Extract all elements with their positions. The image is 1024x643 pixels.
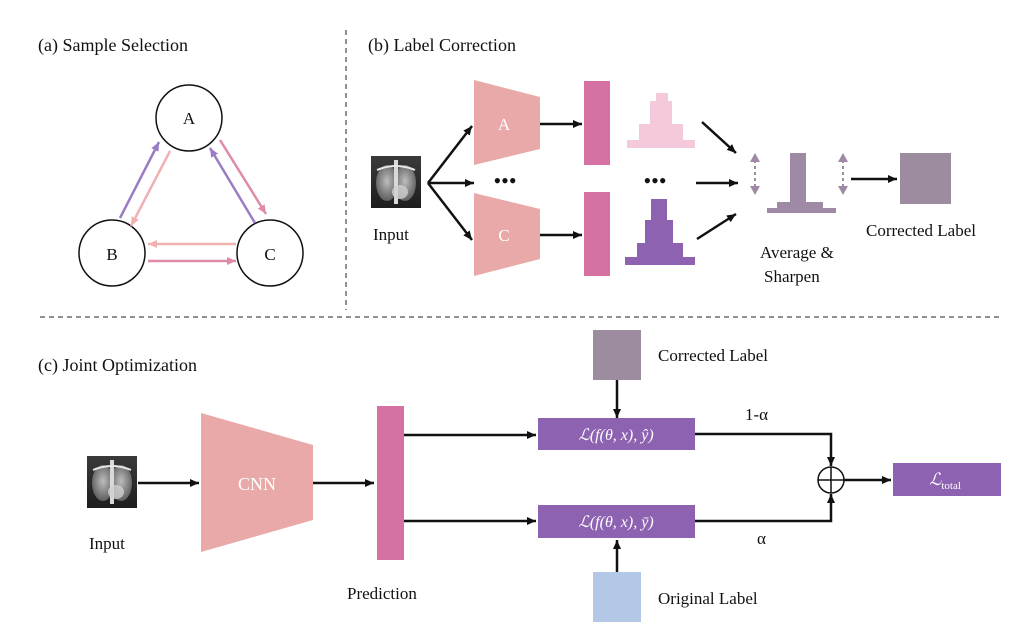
loss-open-paren-2: ( [590, 514, 597, 531]
panel-b-input-label: Input [373, 225, 409, 244]
model-a-label: A [498, 115, 511, 134]
sum-operator [817, 466, 845, 494]
xray-input-image-c [86, 455, 138, 509]
total-loss-symbol: ℒ [929, 470, 942, 489]
corrected-label-box-c [593, 330, 641, 380]
feature-bar-a [584, 81, 610, 165]
loss-formula-corrected: ℒ(f(θ, x), ŷ) [578, 427, 653, 444]
sharpen-indicator-left [750, 153, 760, 195]
panel-b-title: (b) Label Correction [368, 35, 516, 56]
weight-alpha: α [757, 529, 766, 548]
panel-a-title: (a) Sample Selection [38, 35, 188, 56]
loss-box-corrected [538, 418, 695, 450]
panel-c-corrected-label: Corrected Label [658, 346, 768, 365]
arrow-hist-c-to-average [696, 212, 737, 241]
loss-box-original [538, 505, 695, 538]
histogram-a [627, 93, 695, 148]
loss-formula-original: ℒ(f(θ, x), ȳ) [578, 514, 653, 531]
arrow-loss-bottom-to-sum [695, 494, 835, 523]
cnn-label: CNN [238, 474, 276, 494]
sharpen-indicator-right [838, 153, 848, 195]
loss-script-symbol: ℒ [578, 427, 590, 444]
ellipsis-histograms: ••• [643, 168, 666, 193]
model-a-trapezoid [474, 80, 540, 165]
arrow-loss-top-to-sum [695, 432, 835, 466]
arrow-a-to-c [218, 139, 268, 215]
node-c-label: C [264, 245, 275, 264]
panel-b-corrected-label: Corrected Label [866, 221, 976, 240]
arrow-a-to-b [129, 150, 172, 227]
total-loss-box [893, 463, 1001, 496]
arrow-input-to-model-a [427, 125, 473, 184]
cnn-trapezoid [201, 413, 313, 552]
ellipsis-models: ••• [493, 168, 516, 193]
arrow-b-to-a [118, 141, 161, 219]
arrow-c-to-a [208, 147, 257, 224]
model-c-label: C [498, 226, 509, 245]
node-a-label: A [183, 109, 196, 128]
model-c-trapezoid [474, 193, 540, 276]
corrected-label-box-b [900, 153, 951, 204]
loss-bottom-args: f(θ, x), ȳ) [595, 514, 654, 531]
original-label-box [593, 572, 641, 622]
total-loss-label: ℒtotal [929, 470, 961, 492]
panel-c-title: (c) Joint Optimization [38, 355, 197, 376]
node-b-label: B [106, 245, 117, 264]
average-sharpen-label-line1: Average & [760, 243, 834, 262]
node-c-circle [236, 219, 304, 287]
panel-c-input-label: Input [89, 534, 125, 553]
average-sharpen-label-line2: Sharpen [764, 267, 820, 286]
weight-one-minus-alpha: 1-α [745, 405, 768, 424]
node-a-circle [155, 84, 223, 152]
arrow-hist-a-to-average [701, 121, 737, 154]
original-label: Original Label [658, 589, 758, 608]
loss-top-args: f(θ, x), ŷ) [595, 427, 654, 444]
xray-input-image [370, 155, 422, 209]
node-b-circle [78, 219, 146, 287]
total-loss-subscript: total [941, 480, 961, 492]
feature-bar-c [584, 192, 610, 276]
prediction-label: Prediction [347, 584, 417, 603]
averaged-histogram [767, 153, 836, 213]
prediction-bar [377, 406, 404, 560]
arrow-input-to-model-c [427, 182, 473, 241]
histogram-c [625, 199, 695, 265]
loss-open-paren: ( [590, 427, 597, 444]
loss-script-symbol-2: ℒ [578, 514, 590, 531]
